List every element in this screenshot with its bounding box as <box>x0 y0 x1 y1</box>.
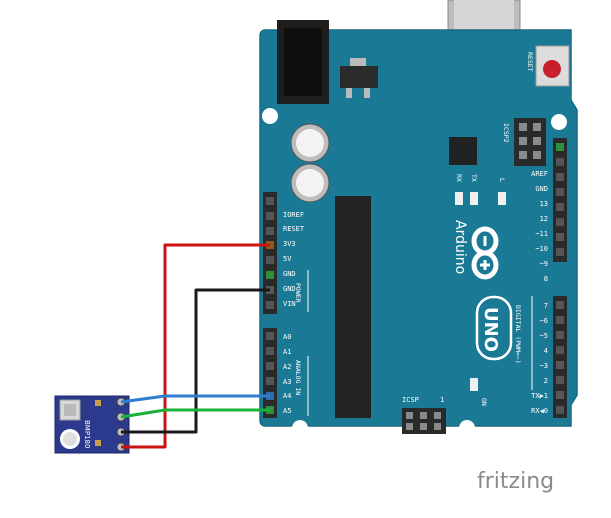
pin-label-gnd-1: GND <box>283 270 296 278</box>
pin-label-gnd-d: GND <box>535 185 548 193</box>
pin-label-3v3: 3V3 <box>283 240 296 248</box>
led-label-rx: RX <box>455 174 463 182</box>
power-header <box>263 192 277 314</box>
icsp-pin1-mark: 1 <box>440 396 444 404</box>
wire-sda-a5 <box>120 408 270 419</box>
digital-header-top-pins <box>556 143 564 256</box>
voltage-regulator <box>340 58 378 98</box>
wires <box>120 243 270 449</box>
digital-header-bottom <box>553 296 567 418</box>
pin-label-13: 13 <box>540 200 548 208</box>
led-label-l: L <box>498 178 506 182</box>
icsp2-label: ICSP2 <box>502 123 510 143</box>
power-pin-labels: IOREF RESET 3V3 5V GND GND VIN <box>283 211 305 308</box>
wire-gnd-gnd <box>121 288 270 434</box>
pin-label-8: 8 <box>544 275 548 283</box>
board-name: Arduino <box>452 220 468 274</box>
status-leds: RX TX L ON <box>455 174 506 406</box>
power-jack <box>277 20 329 104</box>
atmega-chip <box>335 196 371 418</box>
pin-label-a5: A5 <box>283 407 291 415</box>
pin-label-a4: A4 <box>283 392 291 400</box>
reset-label: RESET <box>526 52 534 72</box>
icsp-label: ICSP <box>402 396 419 404</box>
led-label-tx: TX <box>470 174 478 182</box>
pin-label-vin: VIN <box>283 300 296 308</box>
digital-pin-labels-top: AREF GND 13 12 ~11 ~10 ~9 8 <box>531 170 548 283</box>
pin-label-6: ~6 <box>540 317 548 325</box>
pin-label-3: ~3 <box>540 362 548 370</box>
wire-scl-a4 <box>120 394 270 404</box>
digital-header-label: DIGITAL (PWM=~) <box>514 305 522 364</box>
pin-label-11: ~11 <box>535 230 548 238</box>
pin-label-tx1: TX▶1 <box>531 392 548 400</box>
pin-label-7: 7 <box>544 302 548 310</box>
analog-header <box>263 328 277 418</box>
arduino-logo-icon <box>471 226 499 280</box>
fritzing-watermark: fritzing <box>477 469 554 494</box>
analog-header-label: ANALOG IN <box>294 360 302 395</box>
pin-label-5v: 5V <box>283 255 292 263</box>
icsp-header <box>402 408 446 434</box>
power-header-label: POWER <box>294 283 302 303</box>
pin-label-ioref: IOREF <box>283 211 304 219</box>
model-badge: UNO <box>475 295 513 361</box>
sensor-name: BMP180 <box>83 420 91 448</box>
analog-pin-labels: A0 A1 A2 A3 A4 A5 <box>283 333 291 415</box>
pin-label-4: 4 <box>544 347 548 355</box>
digital-header-top <box>553 138 567 262</box>
reset-button[interactable] <box>535 45 570 87</box>
digital-pin-labels-bottom: 7 ~6 ~5 4 ~3 2 TX▶1 RX◀0 <box>531 302 548 415</box>
capacitors <box>290 123 330 203</box>
icsp2-header <box>514 118 546 166</box>
pin-label-a2: A2 <box>283 363 291 371</box>
pin-label-aref: AREF <box>531 170 548 178</box>
pin-label-5: ~5 <box>540 332 548 340</box>
led-label-on: ON <box>480 398 488 406</box>
pin-label-10: ~10 <box>535 245 548 253</box>
pin-label-9: ~9 <box>540 260 548 268</box>
usb-chip <box>449 137 477 165</box>
pin-label-rx0: RX◀0 <box>531 407 548 415</box>
pin-label-reset: RESET <box>283 225 305 233</box>
pin-label-2: 2 <box>544 377 548 385</box>
pin-label-gnd-2: GND <box>283 285 296 293</box>
board-model: UNO <box>480 307 501 352</box>
pin-label-a3: A3 <box>283 378 291 386</box>
pin-label-a0: A0 <box>283 333 291 341</box>
wire-vcc-3v3 <box>121 243 270 449</box>
mounting-holes <box>262 108 567 436</box>
pin-label-12: 12 <box>540 215 548 223</box>
pin-label-a1: A1 <box>283 348 291 356</box>
digital-header-bottom-pins <box>556 301 564 414</box>
bmp180-module <box>54 395 130 454</box>
